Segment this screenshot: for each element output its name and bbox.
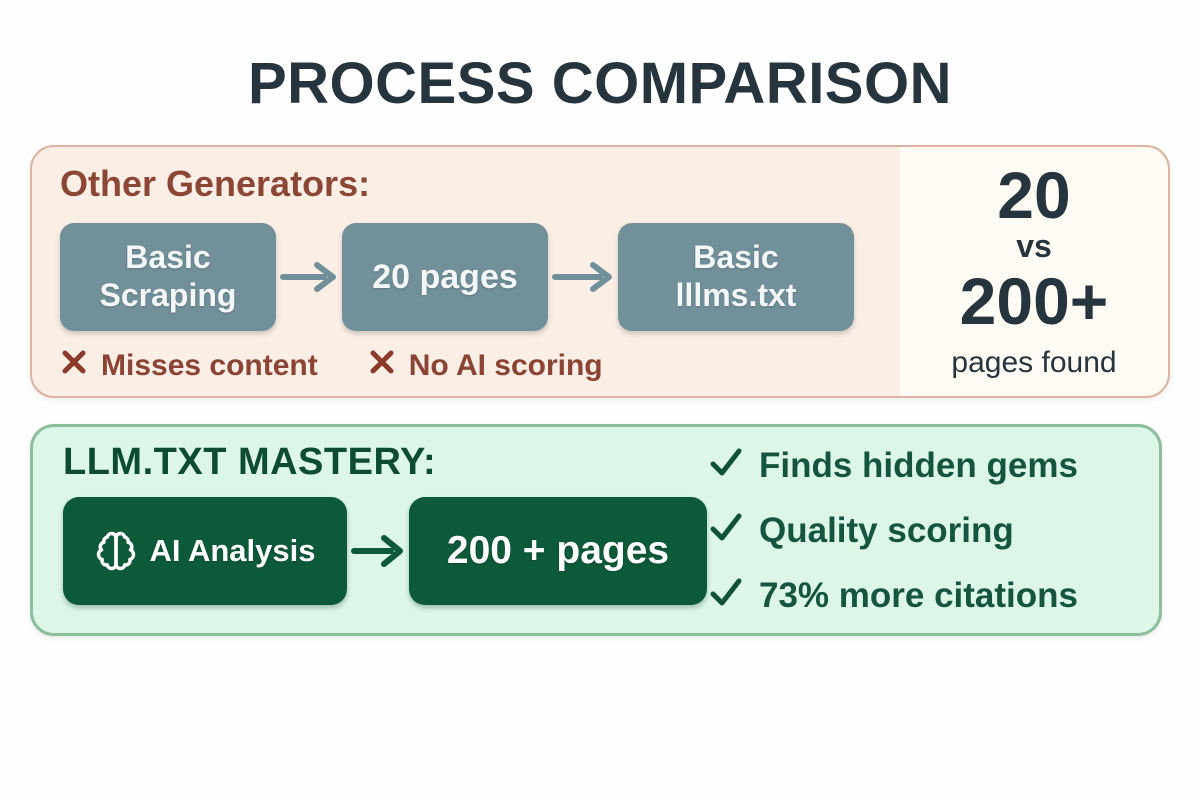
flow-step-label: 20 pages <box>372 257 518 296</box>
mastery-heading: LLM.TXT MASTERY: <box>63 441 437 483</box>
brain-icon <box>95 530 137 572</box>
drawback-item: Misses content <box>60 348 318 384</box>
other-generators-panel: Other Generators: Basic Scraping 20 page… <box>30 145 1170 398</box>
flow-step-20-pages: 20 pages <box>342 223 548 331</box>
pages-found-stat: 20 vs 200+ pages found <box>900 147 1168 396</box>
benefit-label: Quality scoring <box>759 511 1014 550</box>
drawback-label: Misses content <box>101 349 318 382</box>
benefit-item: Finds hidden gems <box>709 446 1078 486</box>
stat-mastery-value: 200+ <box>959 264 1109 339</box>
arrow-right-icon <box>552 259 614 295</box>
x-icon <box>60 348 88 384</box>
x-icon <box>368 348 396 384</box>
drawback-item: No AI scoring <box>368 348 603 384</box>
check-icon <box>709 575 743 618</box>
other-generators-flow: Basic Scraping 20 pages <box>60 223 900 331</box>
flow-step-ai-analysis: AI Analysis <box>63 497 347 605</box>
drawback-list: Misses content No AI scoring <box>60 348 900 384</box>
check-icon <box>709 510 743 553</box>
drawback-label: No AI scoring <box>408 349 603 382</box>
check-icon <box>709 445 743 488</box>
flow-step-200-pages: 200 + pages <box>409 497 707 605</box>
flow-step-label: 200 + pages <box>446 529 670 572</box>
benefit-list: Finds hidden gems Quality scoring 73% mo… <box>709 446 1078 616</box>
flow-step-basic-lllms-txt: Basic lllms.txt <box>618 223 854 331</box>
benefit-label: Finds hidden gems <box>759 446 1078 485</box>
flow-step-label: Basic lllms.txt <box>675 239 797 313</box>
arrow-right-icon <box>351 531 405 571</box>
benefit-label: 73% more citations <box>759 576 1078 615</box>
mastery-flow: AI Analysis 200 + pages <box>63 497 707 605</box>
other-generators-content: Other Generators: Basic Scraping 20 page… <box>32 147 900 396</box>
other-generators-heading: Other Generators: <box>60 163 371 204</box>
arrow-right-icon <box>280 259 338 295</box>
flow-step-label: Basic Scraping <box>99 239 237 313</box>
benefit-item: 73% more citations <box>709 576 1078 616</box>
flow-step-label: AI Analysis <box>149 533 316 568</box>
page-title: PROCESS COMPARISON <box>247 51 952 116</box>
llm-txt-mastery-panel: LLM.TXT MASTERY: AI Analysis 200 + pa <box>30 424 1162 636</box>
stat-vs-label: vs <box>1016 227 1052 264</box>
flow-step-basic-scraping: Basic Scraping <box>60 223 276 331</box>
stat-caption: pages found <box>951 346 1117 380</box>
benefit-item: Quality scoring <box>709 511 1078 551</box>
stat-competitor-value: 20 <box>997 157 1071 232</box>
